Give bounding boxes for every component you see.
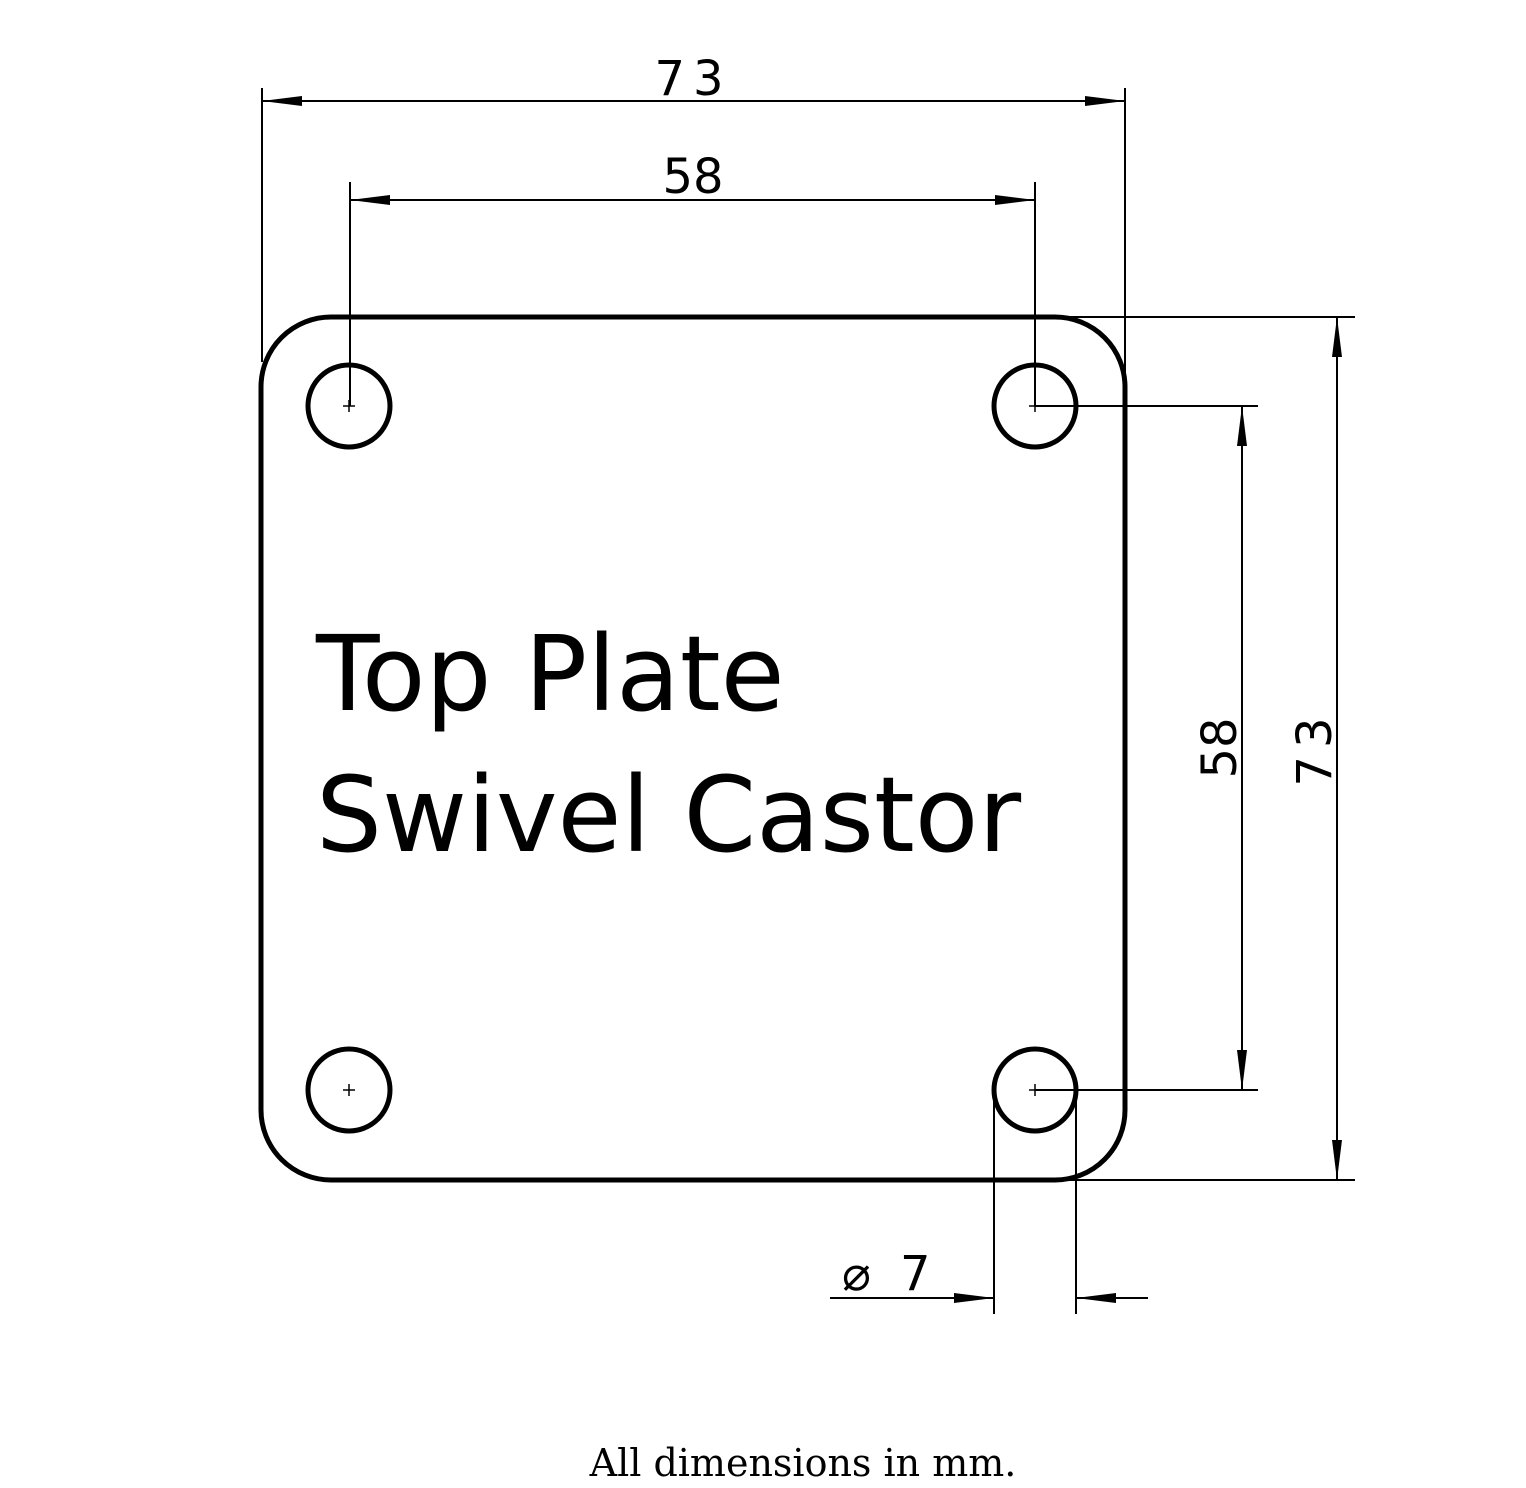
diameter-extension-lines bbox=[993, 1090, 1077, 1314]
height-58-label: 58 bbox=[1192, 717, 1248, 778]
hole-bottom-left bbox=[305, 1046, 393, 1134]
width-58-extension-lines bbox=[349, 182, 1036, 406]
title-line-1: Top Plate bbox=[315, 613, 785, 735]
title-line-2: Swivel Castor bbox=[316, 754, 1021, 876]
units-footnote: All dimensions in mm. bbox=[589, 1441, 1017, 1485]
height-73-label: 73 bbox=[1287, 709, 1343, 786]
width-58-label: 58 bbox=[662, 149, 723, 205]
mounting-holes bbox=[305, 362, 1079, 1134]
height-58-extension-lines bbox=[1035, 405, 1258, 1091]
plate-outline bbox=[258, 314, 1128, 1183]
hole-center-marks bbox=[343, 400, 1041, 1096]
diameter-7-label: 7 bbox=[900, 1246, 931, 1302]
height-73-extension-lines bbox=[1060, 316, 1355, 1181]
diameter-symbol: ⌀ bbox=[842, 1246, 871, 1302]
width-73-extension-lines bbox=[261, 88, 1126, 400]
width-73-label: 73 bbox=[654, 51, 731, 107]
